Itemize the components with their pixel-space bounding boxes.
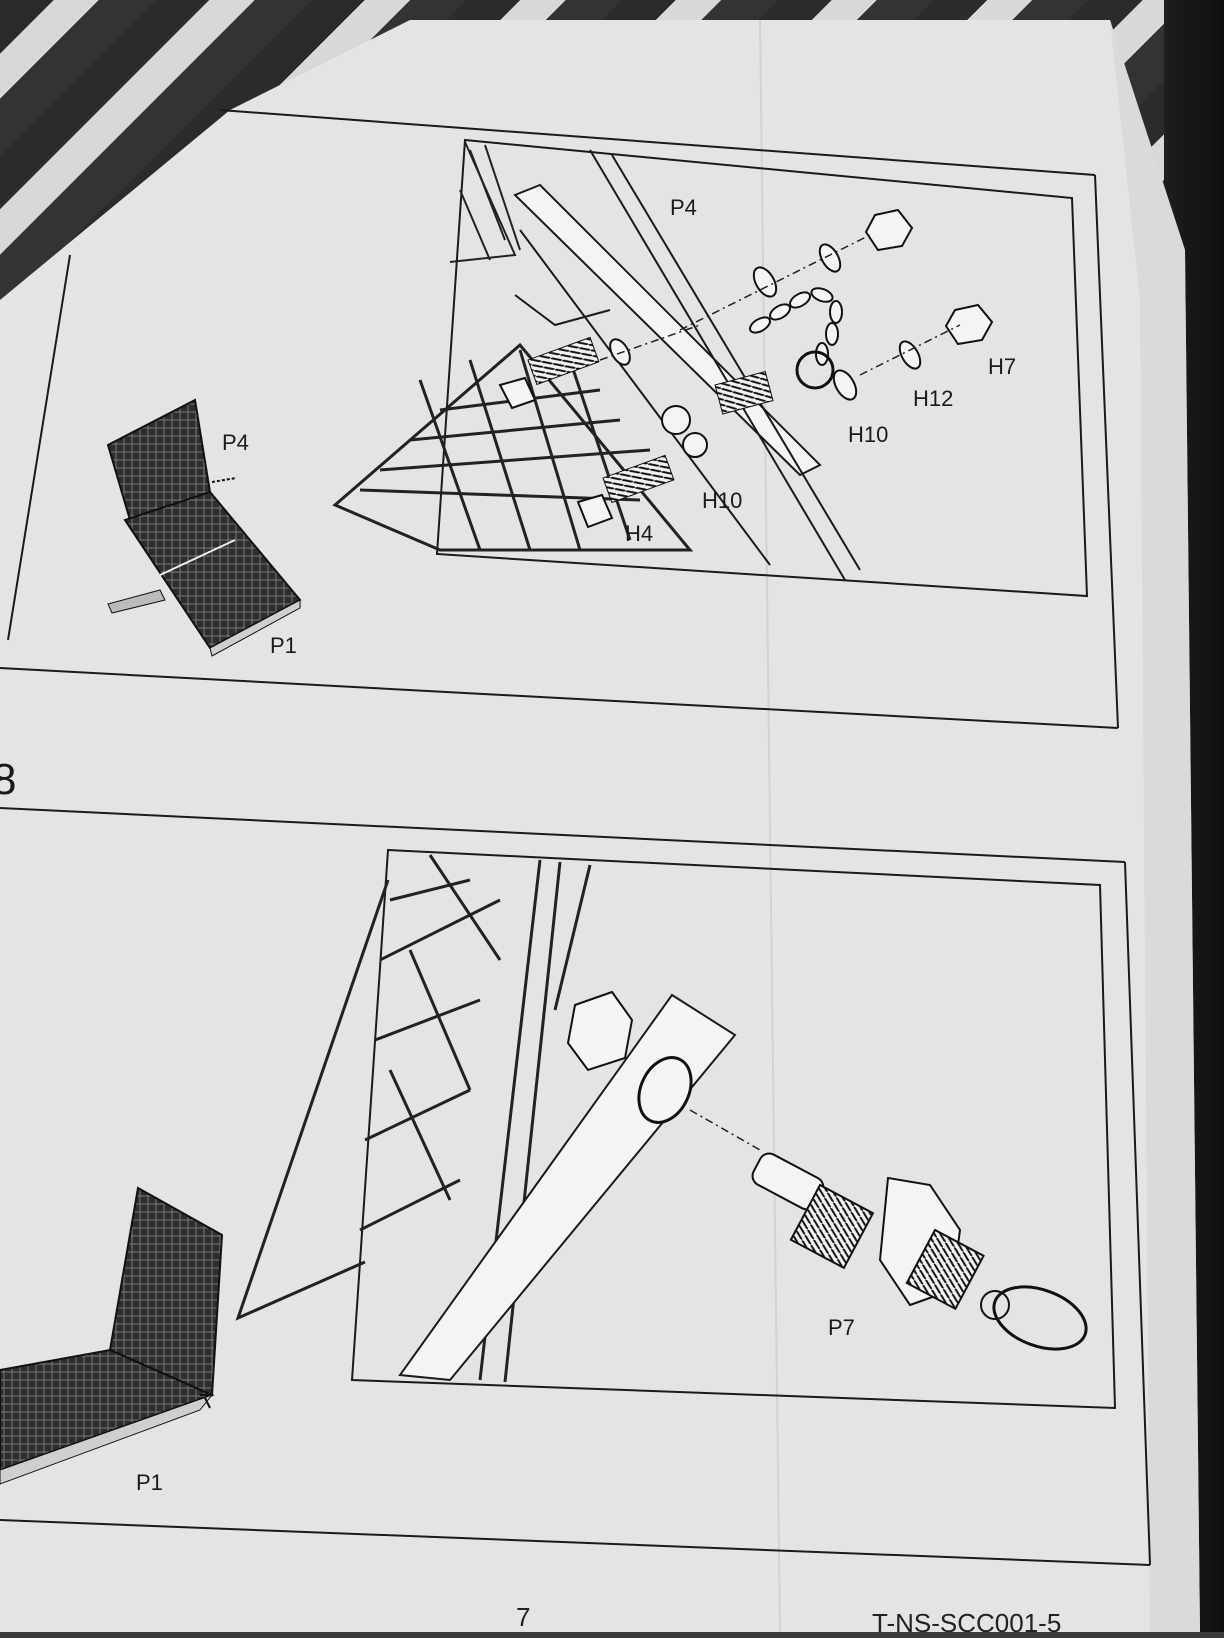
step-number: 8 — [0, 755, 17, 804]
label-p1-overview-bottom: P1 — [136, 1470, 163, 1495]
detail-frame-bottom — [350, 848, 1117, 1410]
bolt-center — [661, 370, 774, 458]
cart-overview-top — [106, 398, 302, 657]
chain — [749, 287, 843, 366]
hardware-top — [609, 208, 994, 401]
label-p4-detail: P4 — [670, 195, 697, 220]
label-h12: H12 — [913, 386, 954, 411]
label-h7: H7 — [988, 354, 1017, 379]
label-p7: P7 — [828, 1315, 855, 1340]
label-h10-center: H10 — [702, 488, 743, 513]
label-p1-overview-top: P1 — [270, 633, 297, 658]
step-top-section — [0, 109, 1119, 729]
label-h4: H4 — [625, 521, 654, 546]
doc-code: T-NS-SCC001-5 — [872, 1608, 1062, 1638]
step-bottom-section — [0, 807, 1151, 1566]
ramp-grid — [332, 342, 694, 552]
page-number: 7 — [516, 1602, 531, 1632]
cart-overview-bottom — [0, 1186, 224, 1485]
detail-frame-top — [435, 138, 1089, 598]
label-p4-overview: P4 — [222, 430, 249, 455]
bolt-h4-upper — [498, 336, 600, 410]
label-h10-right: H10 — [848, 422, 889, 447]
bolt-h4-lower — [576, 454, 675, 529]
truss-bottom — [235, 854, 592, 1383]
spring-pin-p7 — [751, 1152, 1088, 1351]
